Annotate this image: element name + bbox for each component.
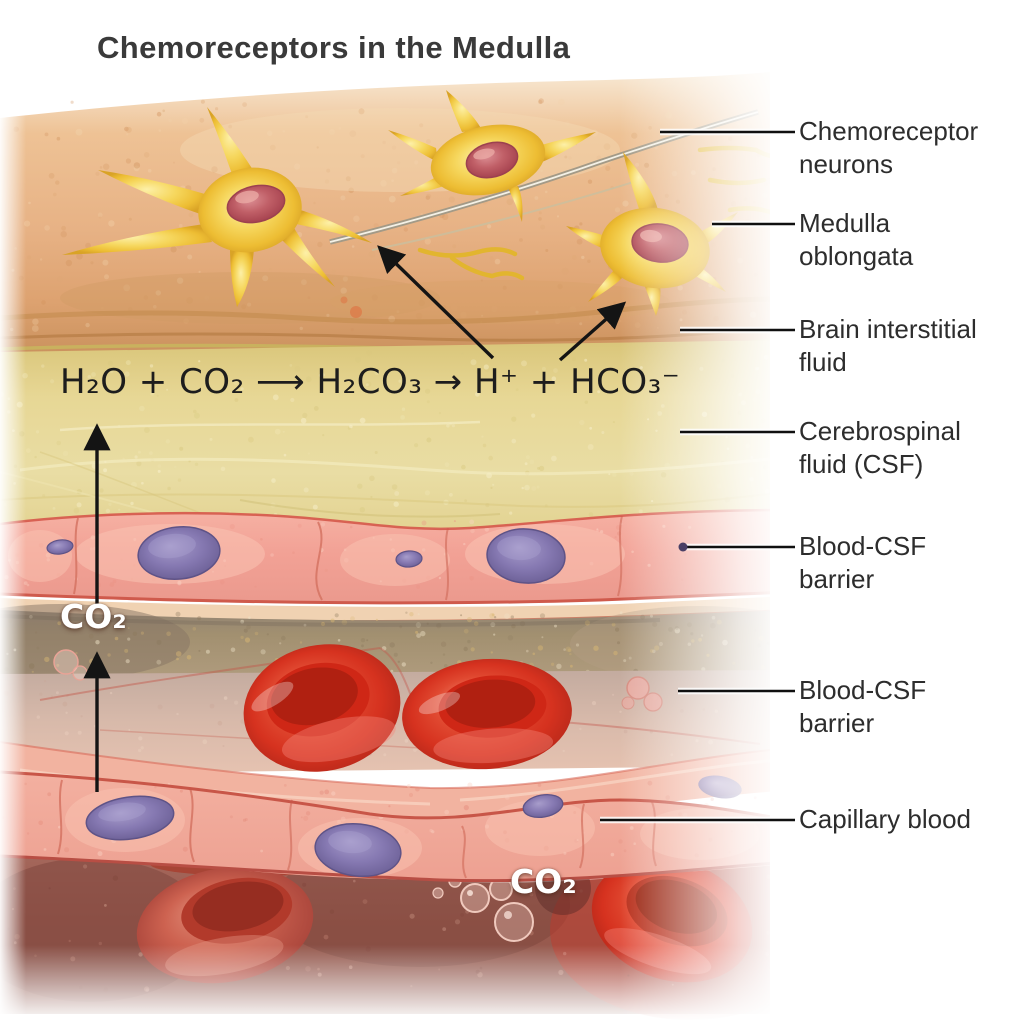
barrier-cell-nuclei bbox=[46, 526, 566, 584]
leader-tip-nucleus-dot bbox=[678, 542, 688, 552]
blood-csf-barrier-layer bbox=[0, 508, 791, 623]
neuron-top bbox=[388, 90, 596, 222]
co2-bubbles bbox=[432, 874, 534, 942]
co2-flow-label-upper: CO₂ bbox=[60, 597, 127, 636]
leader-lines bbox=[600, 128, 795, 824]
equation-to-neuron-arrow-left bbox=[377, 245, 495, 360]
carbonic-acid-equation: H₂O + CO₂ ⟶ H₂CO₃ → H⁺ + HCO₃⁻ bbox=[60, 362, 681, 402]
neuron-left bbox=[62, 107, 372, 307]
annotation-arrows bbox=[83, 245, 627, 792]
red-blood-cells-mid bbox=[243, 644, 572, 772]
co2-flow-label-lower: CO₂ bbox=[510, 862, 577, 901]
capillary-wall-nuclei bbox=[85, 775, 742, 877]
label-capillary-blood: Capillary blood bbox=[799, 804, 971, 834]
page-title: Chemoreceptors in the Medulla bbox=[97, 30, 571, 65]
equation-to-neuron-arrow-right bbox=[558, 301, 627, 362]
